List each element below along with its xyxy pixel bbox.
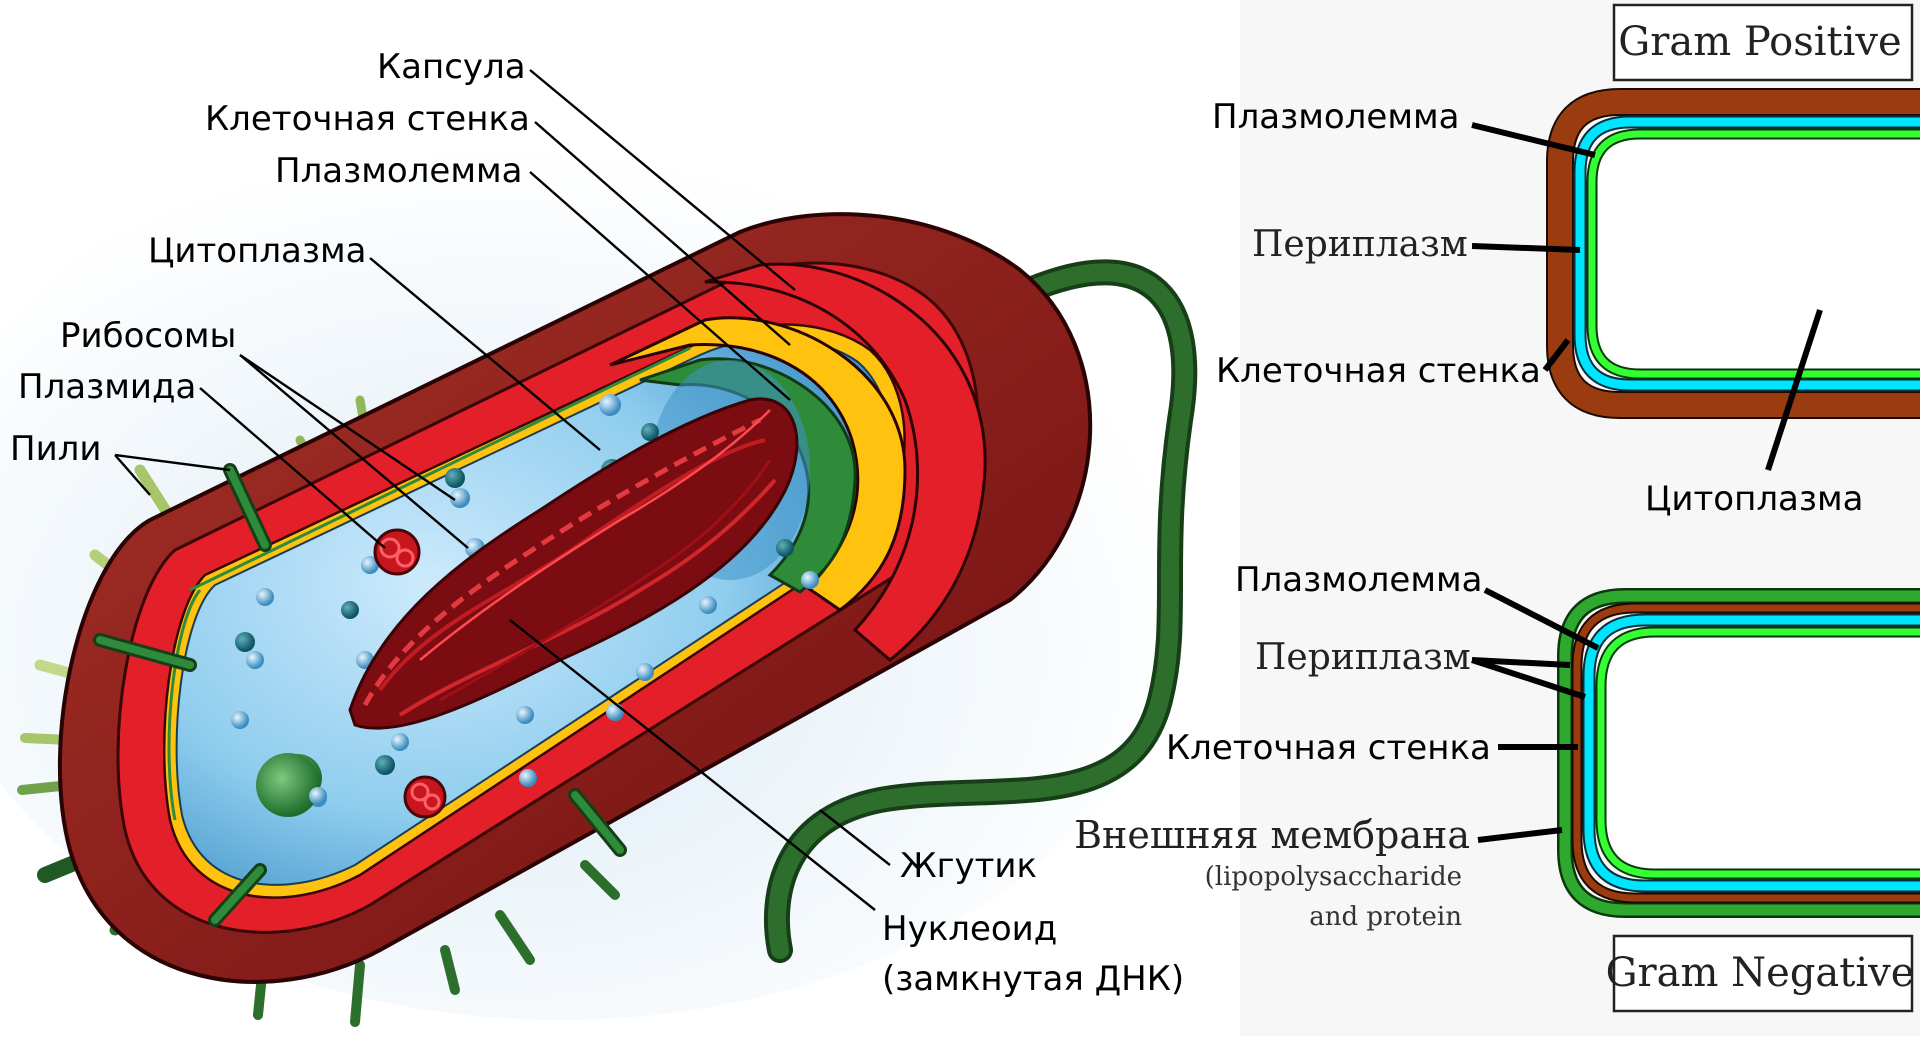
gn-label-outer-note1: (lipopolysaccharide <box>1205 862 1462 892</box>
gp-label-cell-wall: Клеточная стенка <box>1216 351 1541 391</box>
gram-positive-title: Gram Positive <box>1618 19 1901 65</box>
label-ribosomes: Рибосомы <box>60 316 236 356</box>
gram-negative-title-box: Gram Negative <box>1606 934 1915 1013</box>
gp-label-periplasm: Периплазм <box>1252 224 1468 265</box>
nucleoid <box>348 397 799 730</box>
gp-label-cytoplasm: Цитоплазма <box>1645 479 1863 519</box>
label-plasmalemma: Плазмолемма <box>275 151 522 191</box>
label-nucleoid-dna: (замкнутая ДНК) <box>882 959 1184 999</box>
label-cytoplasm: Цитоплазма <box>148 231 366 271</box>
gn-label-plasmalemma: Плазмолемма <box>1235 560 1482 600</box>
gn-label-outer-note2: and protein <box>1309 902 1462 932</box>
label-cell-wall: Клеточная стенка <box>205 99 530 139</box>
cut-capsule <box>704 262 987 662</box>
label-capsule: Капсула <box>377 47 526 87</box>
gram-negative-title: Gram Negative <box>1606 950 1915 996</box>
plasmids <box>373 528 447 819</box>
label-pili: Пили <box>10 429 102 469</box>
gram-positive-envelope <box>1546 88 1920 419</box>
gram-positive-title-box: Gram Positive <box>1612 3 1914 82</box>
gp-label-plasmalemma: Плазмолемма <box>1212 97 1459 137</box>
leader-lines-left <box>114 69 891 911</box>
gn-label-outer-membrane: Внешняя мембрана <box>1074 813 1470 857</box>
gn-label-cell-wall: Клеточная стенка <box>1166 728 1491 768</box>
label-nucleoid: Нуклеоид <box>882 909 1057 949</box>
gn-label-periplasm: Периплазм <box>1255 637 1471 678</box>
label-plasmid: Плазмида <box>18 367 196 407</box>
gram-positive-leaders <box>1471 122 1823 471</box>
cut-yellow <box>609 316 907 612</box>
storage-granule <box>256 753 320 817</box>
gram-negative-envelope <box>1557 588 1920 918</box>
label-flagellum: Жгутик <box>900 846 1037 886</box>
gram-negative-leaders <box>1471 587 1600 843</box>
